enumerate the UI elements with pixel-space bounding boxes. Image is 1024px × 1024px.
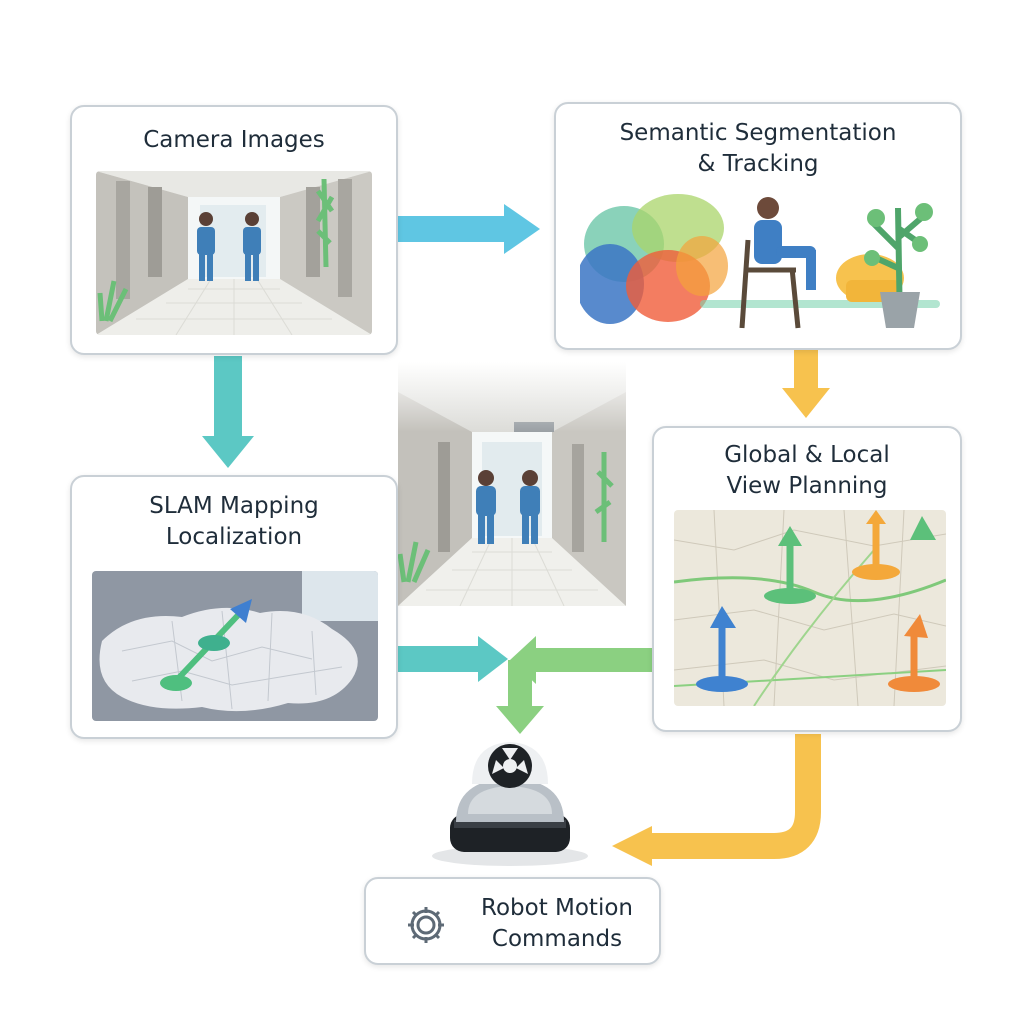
gear-icon [408,907,444,943]
node-title: Global & Local View Planning [724,442,890,499]
arrow-camera-to-slam [202,356,254,468]
arrow-segmentation-to-planning [782,350,830,418]
robot-illustration [420,730,600,870]
slam-map-illustration [92,571,378,721]
arrow-camera-to-segmentation [398,204,540,254]
view-planning-map-illustration [674,510,946,706]
node-title: Semantic Segmentation & Tracking [619,120,897,177]
hallway-scene-illustration [398,362,626,606]
arrow-planning-to-robot [496,636,656,734]
node-view-planning: Global & Local View Planning [652,426,962,732]
node-title: Robot Motion Commands [481,895,633,952]
segmentation-illustration [580,188,942,336]
node-robot-motion-commands: Robot Motion Commands [364,877,661,965]
node-camera-images: Camera Images [70,105,398,355]
node-slam-mapping: SLAM Mapping Localization [70,475,398,739]
arrow-planning-to-motion [612,734,821,866]
arrow-slam-to-robot [398,636,508,682]
node-title: SLAM Mapping Localization [149,493,319,550]
node-semantic-segmentation: Semantic Segmentation & Tracking [554,102,962,350]
node-title: Camera Images [143,127,325,153]
hallway-camera-image [96,171,372,335]
